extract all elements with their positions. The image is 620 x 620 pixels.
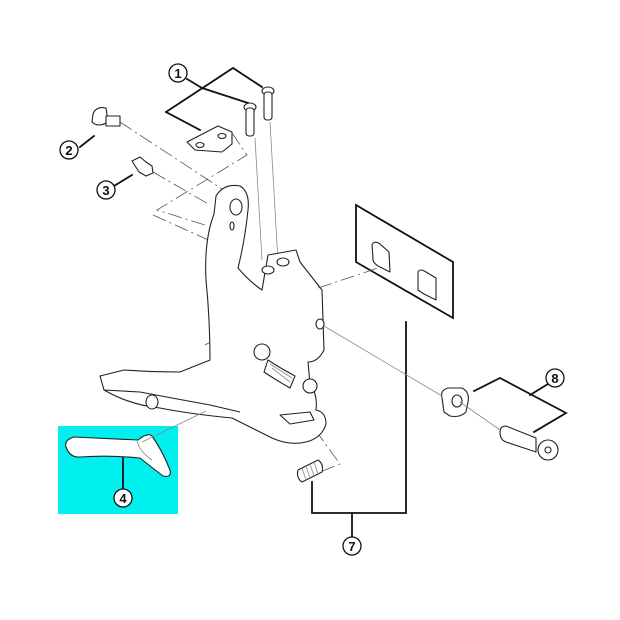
bolt-icon	[499, 425, 537, 453]
backing-pads-panel	[317, 203, 454, 320]
callout-8-label: 8	[551, 371, 558, 386]
bolt-icon	[245, 107, 255, 137]
callout-7[interactable]: 7	[311, 321, 407, 556]
callout-8-circle	[545, 368, 565, 388]
support-screw	[296, 459, 324, 483]
callout-1-label: 1	[174, 66, 181, 81]
part-4-highlight[interactable]: 4	[58, 426, 178, 514]
derailleur-body	[99, 184, 327, 444]
callout-4-label: 4	[119, 491, 127, 506]
callout-2-label: 2	[65, 143, 72, 158]
callout-7-label: 7	[348, 539, 355, 554]
callout-3-label: 3	[102, 183, 109, 198]
pad-icon	[371, 241, 391, 273]
callout-8[interactable]: 8	[472, 368, 568, 434]
chain-guide-plate-icon	[65, 434, 171, 477]
callout-1-circle	[168, 63, 188, 83]
callout-7-circle	[342, 536, 362, 556]
callout-2[interactable]: 2	[59, 107, 223, 190]
pad-icon	[417, 269, 437, 301]
derailleur-main-icon	[99, 184, 327, 444]
callout-3-circle	[96, 180, 116, 200]
plate-icon	[186, 125, 233, 153]
adjust-screw-icon	[131, 156, 154, 177]
mounting-plate	[186, 125, 233, 153]
clamp-nut-bolt	[323, 325, 559, 461]
set-screw-icon	[296, 459, 324, 483]
callout-2-circle	[59, 140, 79, 160]
pad-card-icon	[355, 203, 454, 320]
callout-4-circle	[113, 488, 133, 508]
callout-1[interactable]: 1	[164, 63, 264, 132]
callout-3[interactable]: 3	[96, 156, 211, 206]
bolt-icon	[263, 91, 273, 121]
mounting-bolts	[243, 86, 279, 263]
